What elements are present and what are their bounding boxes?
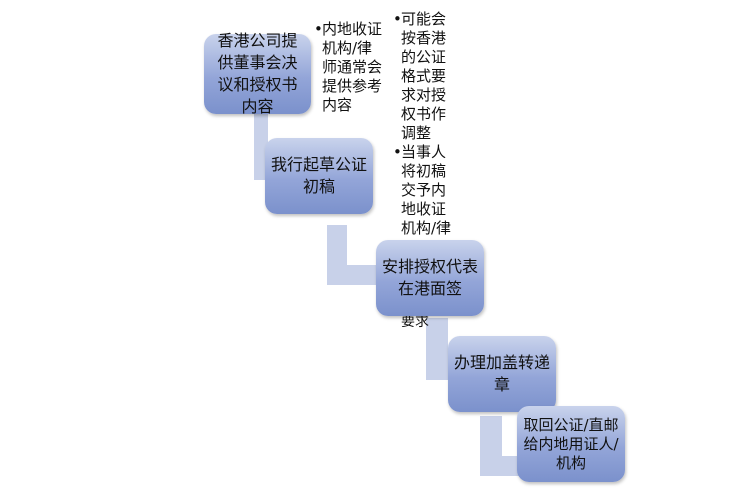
- note-step2-overflow: 要求: [401, 314, 429, 330]
- bullet-icon: •: [393, 10, 402, 28]
- step-5-box: 取回公证/直邮给内地用证人/机构: [517, 406, 625, 482]
- step-1-box: 香港公司提供董事会决议和授权书内容: [204, 31, 311, 116]
- note-step2-item-1: • 可能会按香港的公证格式要求对授权书作调整: [393, 10, 447, 142]
- note-step1: • 内地收证机构/律师通常会提供参考内容: [314, 20, 384, 115]
- bullet-icon: •: [393, 143, 402, 161]
- note-step2-item-2: • 当事人将初稿交予内地收证机构/律: [393, 143, 452, 237]
- note-step2: • 可能会按香港的公证格式要求对授权书作调整 • 当事人将初稿交予内地收证机构/…: [393, 10, 458, 238]
- step-4-box: 办理加盖转递章: [448, 336, 556, 412]
- bullet-icon: •: [314, 20, 323, 38]
- step-3-box: 安排授权代表在港面签: [376, 240, 484, 316]
- step-2-box: 我行起草公证初稿: [265, 138, 373, 214]
- note-step1-item: • 内地收证机构/律师通常会提供参考内容: [314, 20, 383, 114]
